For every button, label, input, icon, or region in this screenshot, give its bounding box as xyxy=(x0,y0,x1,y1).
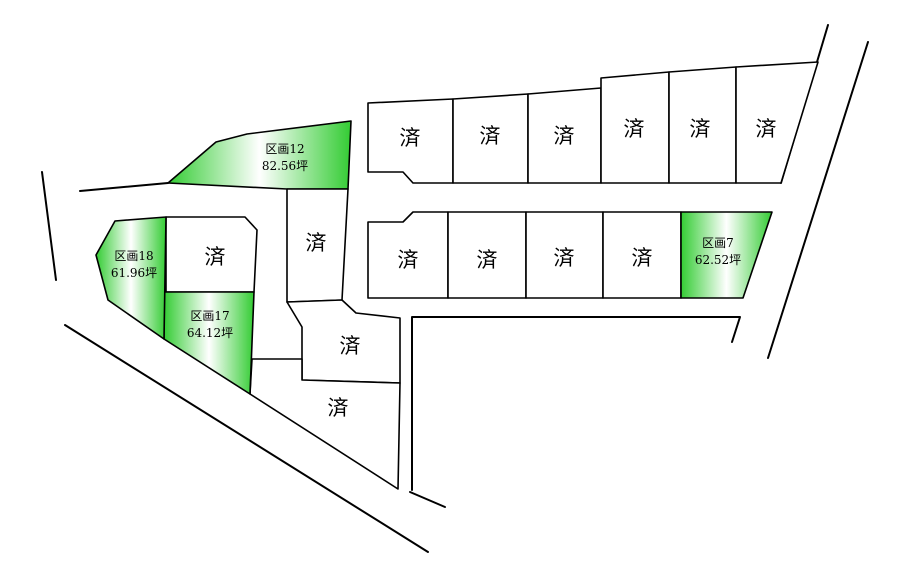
lot-m1[interactable]: 済 xyxy=(367,211,449,299)
lot-12-area: 82.56坪 xyxy=(262,159,308,173)
lot-18-name: 区画18 xyxy=(114,249,153,263)
sold-mark: 済 xyxy=(205,245,226,269)
sold-mark: 済 xyxy=(480,124,501,148)
lot-n2[interactable]: 済 xyxy=(452,93,529,184)
lot-18-area: 61.96坪 xyxy=(111,266,157,280)
lot-w1[interactable]: 済 xyxy=(165,216,258,293)
sold-mark: 済 xyxy=(328,396,349,420)
lot-m3[interactable]: 済 xyxy=(525,211,604,299)
sold-mark: 済 xyxy=(340,334,361,358)
lot-7-area: 62.52坪 xyxy=(695,253,741,267)
sold-mark: 済 xyxy=(624,117,645,141)
lot-12[interactable]: 区画12 82.56坪 xyxy=(167,120,352,190)
lot-n5[interactable]: 済 xyxy=(668,66,737,184)
lot-c2[interactable]: 済 xyxy=(286,299,401,384)
lot-n4[interactable]: 済 xyxy=(600,71,670,184)
lot-12-name: 区画12 xyxy=(265,142,304,156)
lot-m2[interactable]: 済 xyxy=(447,211,527,299)
lot-n6[interactable]: 済 xyxy=(735,61,819,184)
sold-mark: 済 xyxy=(632,246,653,270)
lot-18[interactable]: 区画18 61.96坪 xyxy=(95,216,167,340)
sold-mark: 済 xyxy=(690,117,711,141)
sold-mark: 済 xyxy=(398,248,419,272)
sold-mark: 済 xyxy=(400,126,421,150)
lot-n1[interactable]: 済 xyxy=(367,98,454,184)
lot-17-name: 区画17 xyxy=(190,309,229,323)
lot-n3[interactable]: 済 xyxy=(527,87,602,184)
sold-mark: 済 xyxy=(554,246,575,270)
sold-mark: 済 xyxy=(306,231,327,255)
lot-17[interactable]: 区画17 64.12坪 xyxy=(163,291,255,395)
lot-m4[interactable]: 済 xyxy=(602,211,682,299)
lot-c1[interactable]: 済 xyxy=(286,188,349,303)
lot-7[interactable]: 区画7 62.52坪 xyxy=(680,211,773,299)
lot-7-name: 区画7 xyxy=(702,236,734,250)
sold-mark: 済 xyxy=(756,117,777,141)
sold-mark: 済 xyxy=(477,248,498,272)
lot-17-area: 64.12坪 xyxy=(187,326,233,340)
sold-mark: 済 xyxy=(554,124,575,148)
